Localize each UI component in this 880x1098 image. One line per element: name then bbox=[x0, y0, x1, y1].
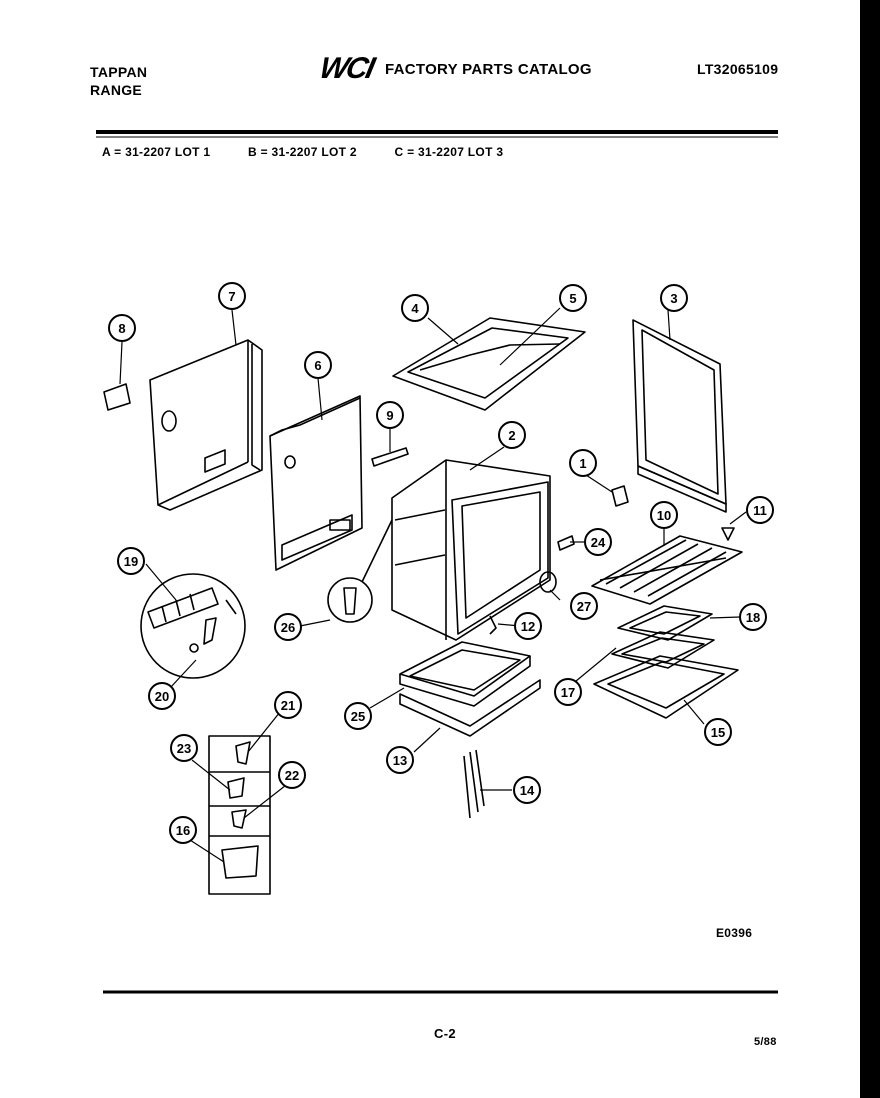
part-24-clip bbox=[557, 535, 575, 551]
callout-label: 18 bbox=[746, 610, 760, 625]
callout-label: 7 bbox=[228, 289, 235, 304]
diagram-reference: E0396 bbox=[716, 926, 753, 940]
part-18-broiler-grid bbox=[617, 605, 713, 641]
burner-inset bbox=[140, 573, 246, 679]
callout-label: 11 bbox=[753, 503, 767, 518]
callout-22: 22 bbox=[278, 761, 306, 789]
callout-17: 17 bbox=[554, 678, 582, 706]
page-number: C-2 bbox=[434, 1026, 456, 1041]
callout-23: 23 bbox=[170, 734, 198, 762]
callout-label: 15 bbox=[711, 725, 725, 740]
callout-8: 8 bbox=[108, 314, 136, 342]
callout-15: 15 bbox=[704, 718, 732, 746]
callout-5: 5 bbox=[559, 284, 587, 312]
callout-label: 4 bbox=[411, 301, 419, 316]
catalog-title: FACTORY PARTS CATALOG bbox=[385, 61, 592, 78]
callout-label: 1 bbox=[579, 456, 586, 471]
part-27-roller bbox=[539, 571, 557, 593]
callout-25: 25 bbox=[344, 702, 372, 730]
part-9-bracket bbox=[371, 447, 409, 467]
callout-label: 2 bbox=[508, 428, 515, 443]
callout-label: 17 bbox=[561, 685, 575, 700]
header-rule bbox=[96, 130, 778, 138]
part-12-pin bbox=[489, 615, 497, 635]
parts-box-16-23 bbox=[208, 735, 271, 895]
part-7-side-panel bbox=[149, 339, 263, 511]
callout-label: 14 bbox=[520, 783, 535, 798]
callout-18: 18 bbox=[739, 603, 767, 631]
callout-label: 16 bbox=[176, 823, 190, 838]
callout-label: 24 bbox=[591, 535, 606, 550]
callout-label: 9 bbox=[386, 408, 393, 423]
callout-2: 2 bbox=[498, 421, 526, 449]
lot-b: B = 31-2207 LOT 2 bbox=[248, 145, 357, 159]
part-11-screw bbox=[721, 527, 735, 541]
callout-24: 24 bbox=[584, 528, 612, 556]
callout-11: 11 bbox=[746, 496, 774, 524]
part-8-gasket bbox=[103, 383, 131, 411]
part-4-top-panel bbox=[392, 317, 586, 411]
callout-label: 27 bbox=[577, 599, 591, 614]
callout-label: 12 bbox=[521, 619, 535, 634]
part-25-drawer bbox=[399, 641, 531, 707]
callout-27: 27 bbox=[570, 592, 598, 620]
part-6-back-panel bbox=[269, 395, 363, 571]
product-type: RANGE bbox=[90, 82, 143, 98]
callout-9: 9 bbox=[376, 401, 404, 429]
brand-block: TAPPAN RANGE bbox=[90, 63, 147, 99]
callout-12: 12 bbox=[514, 612, 542, 640]
part-13-drawer-frame bbox=[399, 679, 541, 737]
callout-4: 4 bbox=[401, 294, 429, 322]
catalog-page: TAPPAN RANGE WCI FACTORY PARTS CATALOG L… bbox=[0, 0, 860, 1098]
part-14-legs bbox=[463, 749, 485, 819]
callout-label: 22 bbox=[285, 768, 299, 783]
leader-lines bbox=[119, 307, 747, 863]
callout-26: 26 bbox=[274, 613, 302, 641]
callout-label: 23 bbox=[177, 741, 191, 756]
callout-label: 26 bbox=[281, 620, 295, 635]
callout-label: 20 bbox=[155, 689, 169, 704]
part-10-oven-rack bbox=[591, 535, 743, 605]
callouts: 1 2 3 4 5 6 7 8 9 10 11 12 13 14 15 16 1… bbox=[108, 282, 774, 844]
callout-label: 13 bbox=[393, 753, 407, 768]
callout-3: 3 bbox=[660, 284, 688, 312]
part-26-inset bbox=[327, 519, 393, 623]
callout-10: 10 bbox=[650, 501, 678, 529]
callout-label: 10 bbox=[657, 508, 671, 523]
lot-c: C = 31-2207 LOT 3 bbox=[394, 145, 504, 159]
callout-14: 14 bbox=[513, 776, 541, 804]
lot-a: A = 31-2207 LOT 1 bbox=[102, 145, 211, 159]
exploded-parts-diagram: 1 2 3 4 5 6 7 8 9 10 11 12 13 14 15 16 1… bbox=[96, 130, 778, 994]
callout-label: 25 bbox=[351, 709, 365, 724]
part-15-tray bbox=[593, 655, 739, 719]
callout-16: 16 bbox=[169, 816, 197, 844]
callout-label: 8 bbox=[118, 321, 125, 336]
callout-label: 6 bbox=[314, 358, 321, 373]
callout-1: 1 bbox=[569, 449, 597, 477]
callout-7: 7 bbox=[218, 282, 246, 310]
model-number: LT32065109 bbox=[697, 61, 779, 77]
part-3-door bbox=[632, 319, 727, 513]
part-1-knob bbox=[611, 485, 629, 507]
part-2-oven-body bbox=[391, 459, 551, 641]
callout-20: 20 bbox=[148, 682, 176, 710]
revision-date: 5/88 bbox=[754, 1036, 777, 1048]
callout-6: 6 bbox=[304, 351, 332, 379]
callout-label: 19 bbox=[124, 554, 138, 569]
callout-13: 13 bbox=[386, 746, 414, 774]
callout-19: 19 bbox=[117, 547, 145, 575]
lot-legend: A = 31-2207 LOT 1 B = 31-2207 LOT 2 C = … bbox=[102, 145, 537, 159]
brand-name: TAPPAN bbox=[90, 64, 148, 80]
callout-label: 5 bbox=[569, 291, 576, 306]
callout-label: 3 bbox=[670, 291, 677, 306]
callout-21: 21 bbox=[274, 691, 302, 719]
callout-label: 21 bbox=[281, 698, 295, 713]
